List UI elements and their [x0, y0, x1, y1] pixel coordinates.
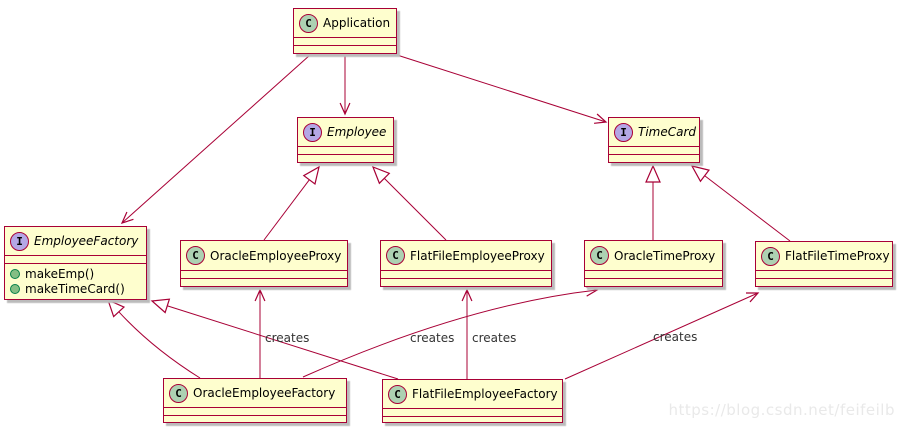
class-spot-icon: C: [169, 383, 188, 403]
generalization-triangle-oracleemployeefactory-implements-employeefactory: [106, 298, 126, 318]
attributes-compartment: [585, 270, 722, 278]
methods-compartment: [164, 415, 346, 423]
class-node-oracletimeproxy: C OracleTimeProxy: [584, 240, 723, 287]
edge-oracleemployeeproxy-implements-employee: [263, 178, 311, 241]
method-item: makeEmp(): [10, 266, 141, 281]
edge-label-flatfileemployeefactory-creates-flatfileemployeeproxy: creates: [472, 331, 516, 345]
node-name: OracleEmployeeFactory: [193, 386, 336, 400]
attributes-compartment: [381, 270, 551, 278]
edge-flatfiletimeproxy-implements-timecard: [703, 174, 791, 242]
node-header: I TimeCard: [609, 118, 699, 146]
attributes-compartment: [383, 408, 562, 416]
node-name: OracleTimeProxy: [614, 248, 716, 263]
methods-compartment: makeEmp()makeTimeCard(): [5, 263, 146, 299]
attributes-compartment: [181, 270, 347, 278]
methods-compartment: [609, 154, 699, 162]
generalization-triangle-oracleemployeeproxy-implements-employee: [302, 165, 320, 186]
generalization-triangle-flatfileemployeeproxy-implements-employee: [371, 165, 391, 185]
method-label: makeTimeCard(): [25, 281, 125, 296]
public-method-icon: [10, 268, 20, 279]
node-header: C Application: [294, 9, 396, 37]
attributes-compartment: [294, 37, 396, 45]
attributes-compartment: [298, 146, 393, 154]
attributes-compartment: [5, 255, 146, 263]
node-header: C OracleEmployeeProxy: [181, 241, 347, 270]
edge-application-to-employeefactory: [121, 54, 311, 224]
class-node-flatfileemployeefactory: C FlatFileEmployeeFactory: [382, 379, 563, 423]
node-header: C OracleEmployeeFactory: [164, 379, 346, 407]
arrowhead-oracleemployeefactory-creates-oracletimeproxy: [585, 285, 599, 297]
class-node-oracleemployeeproxy: C OracleEmployeeProxy: [180, 240, 348, 287]
node-header: C FlatFileTimeProxy: [756, 242, 892, 270]
class-spot-icon: C: [761, 246, 780, 266]
node-name: EmployeeFactory: [34, 234, 139, 248]
methods-compartment: [585, 278, 722, 286]
node-name: OracleEmployeeProxy: [210, 248, 342, 263]
attributes-compartment: [164, 407, 346, 415]
class-node-timecard: I TimeCard: [608, 117, 700, 163]
generalization-triangle-oracletimeproxy-implements-timecard: [645, 164, 661, 183]
node-name: FlatFileEmployeeProxy: [410, 248, 545, 263]
node-header: C OracleTimeProxy: [585, 241, 722, 270]
node-header: I EmployeeFactory: [5, 227, 146, 255]
node-header: C FlatFileEmployeeFactory: [383, 380, 562, 408]
arrowhead-application-to-employeefactory: [120, 211, 134, 224]
node-name: Application: [323, 16, 391, 30]
node-header: C FlatFileEmployeeProxy: [381, 241, 551, 270]
node-name: Employee: [327, 125, 387, 139]
generalization-triangle-flatfiletimeproxy-implements-timecard: [690, 165, 710, 183]
edge-application-to-timecard: [396, 54, 607, 123]
edge-label-flatfileemployeefactory-creates-flatfiletimeproxy: creates: [653, 330, 697, 344]
arrowhead-application-to-employee: [339, 102, 351, 116]
class-node-flatfiletimeproxy: C FlatFileTimeProxy: [755, 241, 893, 287]
class-spot-icon: C: [299, 13, 318, 33]
methods-compartment: [298, 154, 393, 162]
arrowhead-oracleemployeefactory-creates-oracleemployeeproxy: [254, 288, 266, 302]
node-name: FlatFileTimeProxy: [785, 249, 890, 263]
methods-compartment: [383, 416, 562, 424]
attributes-compartment: [609, 146, 699, 154]
node-name: FlatFileEmployeeFactory: [412, 387, 558, 401]
class-spot-icon: C: [388, 384, 407, 404]
edge-flatfileemployeefactory-creates-flatfiletimeproxy: [564, 292, 759, 380]
class-node-employee: I Employee: [297, 117, 394, 163]
class-spot-icon: C: [590, 246, 609, 265]
methods-compartment: [294, 45, 396, 53]
edge-flatfileemployeeproxy-implements-employee: [383, 177, 447, 241]
methods-compartment: [381, 278, 551, 286]
arrowhead-flatfileemployeefactory-creates-flatfiletimeproxy: [745, 292, 760, 303]
interface-spot-icon: I: [10, 231, 29, 251]
class-node-flatfileemployeeproxy: C FlatFileEmployeeProxy: [380, 240, 552, 287]
watermark: https://blog.csdn.net/feifeilb: [668, 401, 895, 419]
edge-oracleemployeefactory-implements-employeefactory: [117, 310, 201, 379]
class-node-employeefactory: I EmployeeFactory makeEmp()makeTimeCard(): [4, 226, 147, 300]
edge-label-oracleemployeefactory-creates-oracleemployeeproxy: creates: [265, 331, 309, 345]
methods-compartment: [756, 278, 892, 286]
interface-spot-icon: I: [303, 122, 322, 142]
method-item: makeTimeCard(): [10, 281, 141, 296]
node-name: TimeCard: [638, 125, 697, 139]
class-node-oracleemployeefactory: C OracleEmployeeFactory: [163, 378, 347, 423]
method-label: makeEmp(): [25, 266, 95, 281]
edge-label-oracleemployeefactory-creates-oracletimeproxy: creates: [410, 331, 454, 345]
generalization-triangle-flatfileemployeefactory-implements-employeefactory: [150, 298, 171, 314]
interface-spot-icon: I: [614, 122, 633, 142]
class-spot-icon: C: [186, 246, 205, 265]
arrowhead-flatfileemployeefactory-creates-flatfileemployeeproxy: [461, 288, 473, 302]
node-header: I Employee: [298, 118, 393, 146]
methods-compartment: [181, 278, 347, 286]
class-spot-icon: C: [386, 246, 405, 265]
edge-flatfileemployeefactory-implements-employeefactory: [166, 305, 399, 380]
arrowhead-application-to-timecard: [594, 113, 608, 124]
public-method-icon: [10, 283, 20, 294]
class-node-application: C Application: [293, 8, 397, 54]
attributes-compartment: [756, 270, 892, 278]
edge-oracleemployeefactory-creates-oracletimeproxy: [302, 289, 598, 378]
